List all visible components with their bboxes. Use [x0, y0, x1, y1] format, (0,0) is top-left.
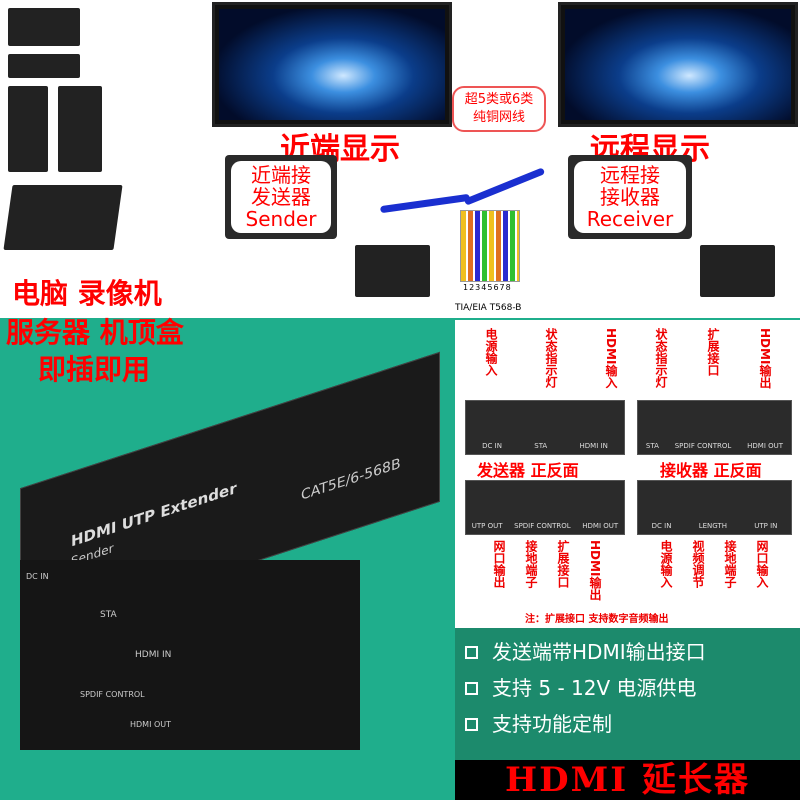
- port-name: DC IN: [482, 442, 502, 450]
- receiver-line: 远程接: [600, 163, 660, 187]
- port-name: SPDIF CONTROL: [674, 442, 732, 450]
- receiver-back-labels: 电源输入 视频调节 接地端子 网口输入: [659, 540, 769, 588]
- port-label: 状态指示灯: [544, 328, 558, 388]
- cable-note-line1: 超5类或6类: [464, 92, 534, 107]
- port-name: SPDIF CONTROL: [514, 522, 571, 530]
- feature-item: 发送端带HDMI输出接口: [455, 634, 800, 670]
- feature-item: 支持功能定制: [455, 706, 800, 742]
- network-cable: [379, 193, 471, 214]
- connection-diagram: 近端显示 远程显示 超5类或6类 纯铜网线 近端接 发送器 Sender 远程接…: [0, 0, 800, 318]
- feature-text: 发送端带HDMI输出接口: [492, 640, 706, 664]
- port-diagram-panel: 电源输入 状态指示灯 HDMI输入 状态指示灯 扩展接口 HDMI输出 DC I…: [455, 320, 800, 628]
- rj45-pinout-diagram: [460, 210, 520, 282]
- checkbox-icon: [465, 717, 478, 731]
- receiver-front-panel: STA SPDIF CONTROL HDMI OUT: [637, 400, 792, 455]
- port-name: STA: [645, 442, 659, 450]
- port-label: 接地端子: [524, 540, 538, 588]
- laptop-image: [3, 185, 123, 250]
- speaker-image: [700, 245, 775, 297]
- port-name: LENGTH: [698, 522, 727, 530]
- product-title: HDMI UTP Extender: [71, 478, 237, 551]
- pin-standard: TIA/EIA T568-B: [455, 303, 522, 313]
- sender-line: 发送器: [251, 185, 311, 209]
- port-label: 网口输出: [492, 540, 506, 588]
- receiver-caption: 接收器 正反面: [660, 461, 762, 480]
- sta-label: STA: [100, 610, 117, 620]
- panel-note: 注：扩展接口 支持数字音频输出: [525, 614, 669, 625]
- port-label: 电源输入: [484, 328, 498, 376]
- port-name: STA: [534, 442, 548, 450]
- feature-text: 支持 5 - 12V 电源供电: [492, 676, 697, 700]
- sender-front-panel: DC IN STA HDMI IN: [465, 400, 625, 455]
- spdif-label: SPDIF CONTROL: [80, 690, 145, 699]
- receiver-line: Receiver: [586, 207, 674, 231]
- port-label: 状态指示灯: [654, 328, 668, 388]
- sender-box: 近端接 发送器 Sender: [225, 155, 337, 239]
- pc-tower-image: [8, 86, 48, 172]
- feature-item: 支持 5 - 12V 电源供电: [455, 670, 800, 706]
- cable-note: 超5类或6类 纯铜网线: [452, 86, 546, 132]
- port-label: 网口输入: [755, 540, 769, 588]
- port-name: HDMI OUT: [747, 442, 784, 450]
- port-label: HDMI输出: [758, 328, 772, 389]
- checkbox-icon: [465, 681, 478, 695]
- cable-note-line2: 纯铜网线: [472, 110, 525, 125]
- network-cable: [463, 167, 546, 206]
- port-name: HDMI OUT: [582, 522, 619, 530]
- port-name: UTP OUT: [471, 522, 503, 530]
- sender-caption: 发送器 正反面: [477, 461, 579, 480]
- receiver-back-panel: DC IN LENGTH UTP IN: [637, 480, 792, 535]
- hdmi-in-label: HDMI IN: [135, 650, 172, 660]
- sender-front-labels: 电源输入 状态指示灯 HDMI输入: [484, 328, 618, 389]
- hdmi-out-label: HDMI OUT: [130, 720, 172, 729]
- receiver-line: 接收器: [600, 185, 660, 209]
- dvr-image: [8, 54, 80, 78]
- product-photo-front: DC IN STA HDMI IN SPDIF CONTROL HDMI OUT: [20, 560, 360, 750]
- sender-back-panel: UTP OUT SPDIF CONTROL HDMI OUT: [465, 480, 625, 535]
- server-image: [8, 8, 80, 46]
- sender-line: 近端接: [251, 163, 311, 187]
- device-list-line1: 电脑 录像机: [12, 277, 162, 310]
- port-label: 电源输入: [659, 540, 673, 588]
- remote-monitor: [558, 2, 798, 127]
- port-label: HDMI输入: [604, 328, 618, 389]
- product-cat-label: CAT5E/6-568B: [301, 455, 401, 504]
- port-label: 接地端子: [723, 540, 737, 588]
- sender-line: Sender: [245, 207, 317, 231]
- pin-numbers: 12345678: [463, 283, 512, 292]
- port-label: 扩展接口: [556, 540, 570, 588]
- dc-in-label: DC IN: [26, 572, 49, 581]
- receiver-box: 远程接 接收器 Receiver: [568, 155, 692, 239]
- sender-back-labels: 网口输出 接地端子 扩展接口 HDMI输出: [492, 540, 602, 601]
- receiver-front-labels: 状态指示灯 扩展接口 HDMI输出: [654, 328, 772, 389]
- device-list-line2: 服务器 机顶盒: [6, 316, 184, 349]
- speaker-image: [355, 245, 430, 297]
- port-name: UTP IN: [754, 522, 778, 530]
- port-label: 视频调节: [691, 540, 705, 588]
- port-name: DC IN: [651, 522, 672, 530]
- feature-list: 发送端带HDMI输出接口 支持 5 - 12V 电源供电 支持功能定制: [455, 628, 800, 760]
- near-monitor: [212, 2, 452, 127]
- feature-text: 支持功能定制: [492, 712, 612, 736]
- product-banner: HDMI 延长器: [455, 760, 800, 800]
- checkbox-icon: [465, 645, 478, 659]
- set-top-image: [58, 86, 102, 172]
- port-name: HDMI IN: [579, 442, 608, 450]
- port-label: 扩展接口: [706, 328, 720, 376]
- plug-and-play-label: 即插即用: [38, 353, 151, 386]
- port-label: HDMI输出: [588, 540, 602, 601]
